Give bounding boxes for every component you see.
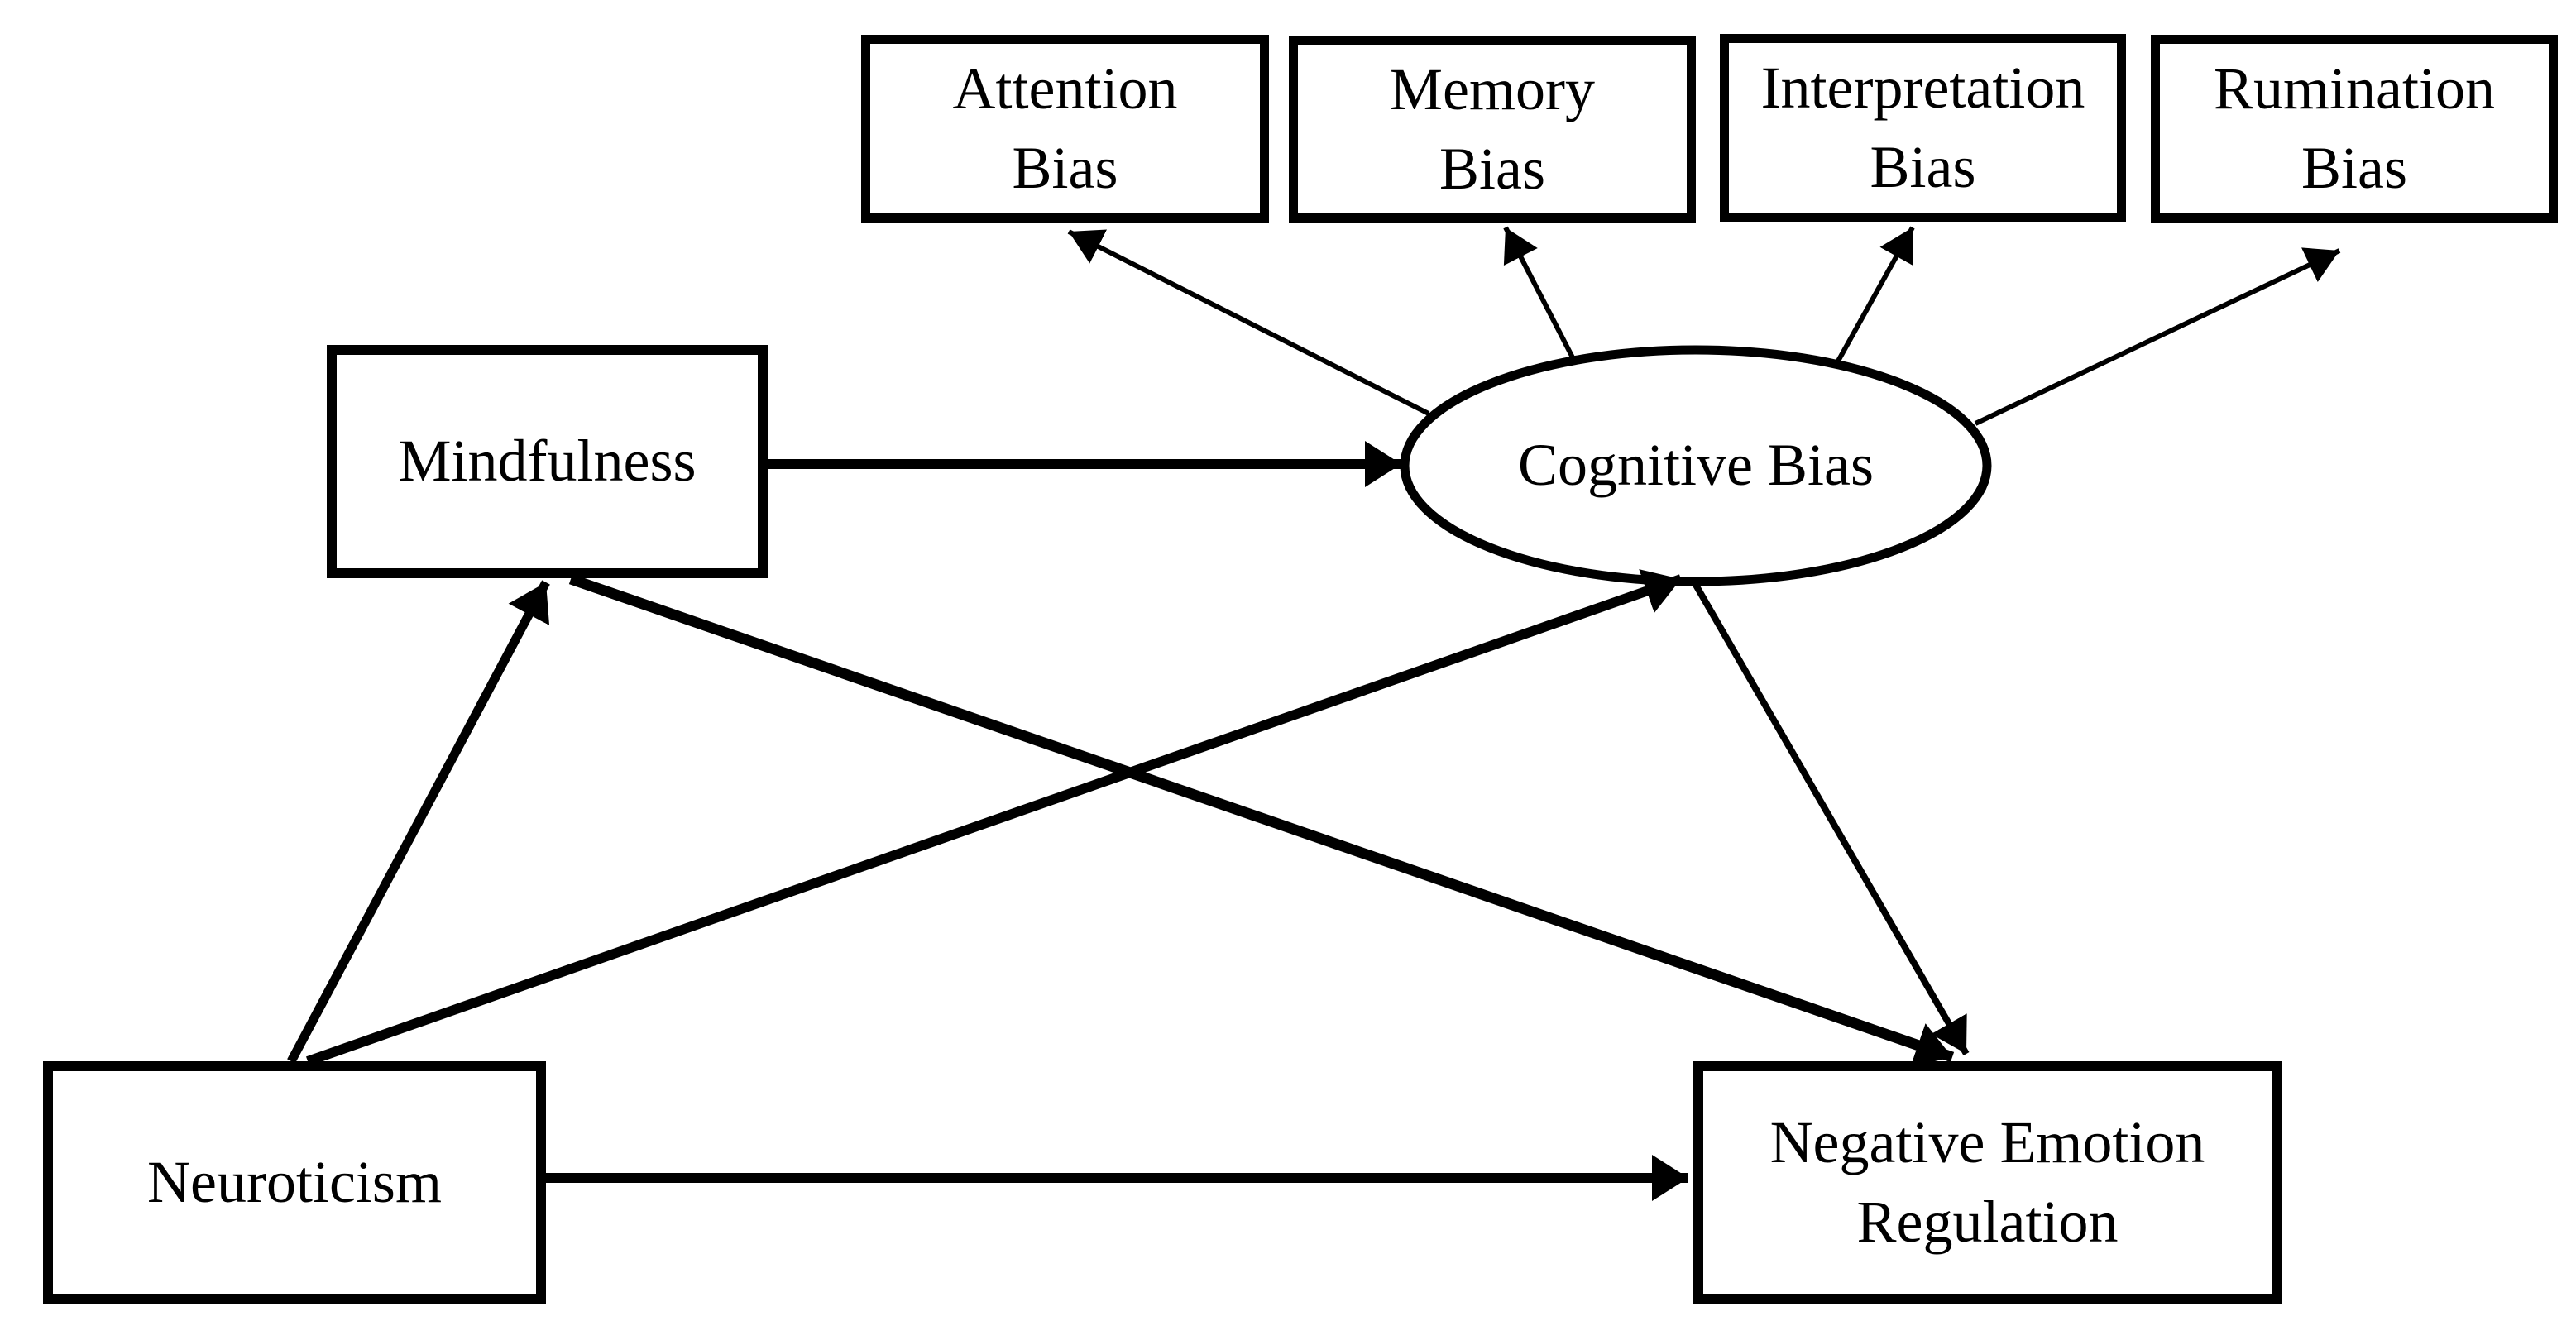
node-interpretation-bias: Interpretation Bias	[1720, 34, 2126, 222]
arrow-neuroticism-to-cognitive-bias	[306, 569, 1683, 1066]
node-cognitive-bias: Cognitive Bias	[1405, 350, 1987, 582]
arrow-cognitive-bias-to-attention-bias	[1067, 229, 1430, 416]
node-attention-bias-label: Attention Bias	[952, 55, 1178, 201]
arrow-cognitive-bias-to-rumination-bias	[1974, 247, 2341, 426]
node-interpretation-bias-label: Interpretation Bias	[1760, 55, 2085, 200]
arrow-cognitive-bias-to-interpretation-bias	[1834, 226, 1915, 366]
node-neuroticism-label: Neuroticism	[147, 1148, 442, 1215]
node-rumination-bias-label: Rumination Bias	[2214, 55, 2495, 201]
arrow-neuroticism-to-mindfulness	[287, 580, 550, 1064]
node-mindfulness-label: Mindfulness	[398, 428, 697, 495]
node-negative-emotion-regulation-label: Negative Emotion Regulation	[1769, 1109, 2205, 1255]
arrow-cognitive-bias-to-memory-bias	[1503, 226, 1576, 361]
node-rumination-bias: Rumination Bias	[2151, 35, 2558, 223]
arrow-mindfulness-to-negative-emotion-regulation	[568, 573, 1955, 1068]
node-mindfulness: Mindfulness	[327, 345, 768, 578]
node-attention-bias: Attention Bias	[861, 35, 1269, 223]
node-memory-bias-label: Memory Bias	[1390, 56, 1595, 202]
node-cognitive-bias-label: Cognitive Bias	[1518, 432, 1874, 499]
arrow-cognitive-bias-to-negative-emotion-regulation	[1690, 579, 1970, 1055]
node-negative-emotion-regulation: Negative Emotion Regulation	[1693, 1061, 2282, 1304]
node-memory-bias: Memory Bias	[1289, 36, 1696, 223]
node-neuroticism: Neuroticism	[43, 1061, 546, 1304]
